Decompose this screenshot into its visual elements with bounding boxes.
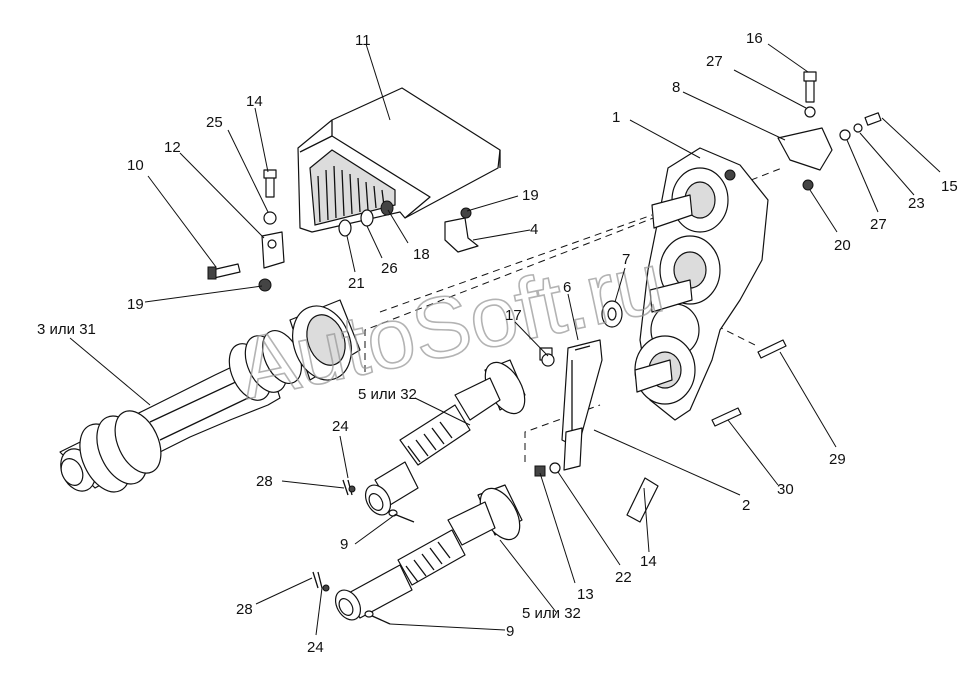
label-24-lower: 24 — [307, 639, 324, 656]
pto-driveshaft-icon — [59, 299, 361, 493]
label-11: 11 — [355, 32, 371, 49]
cardan-shaft-upper-icon — [364, 359, 526, 516]
label-14-lower: 14 — [640, 553, 657, 570]
label-19-right: 19 — [522, 187, 539, 204]
label-2: 2 — [742, 497, 750, 514]
pins-icon — [312, 479, 415, 625]
label-20: 20 — [834, 237, 851, 254]
label-24-upper: 24 — [332, 418, 349, 435]
label-28-upper: 28 — [256, 473, 273, 490]
leader-lines — [69, 43, 941, 636]
label-17: 17 — [505, 307, 522, 324]
bracket-icon — [207, 169, 285, 292]
washers-icon — [338, 200, 394, 237]
label-28-lower: 28 — [236, 601, 253, 618]
cardan-shaft-lower-icon — [334, 484, 523, 621]
label-26: 26 — [381, 260, 398, 277]
label-10: 10 — [127, 157, 144, 174]
label-1: 1 — [612, 109, 620, 126]
label-9-lower: 9 — [506, 623, 514, 640]
label-25: 25 — [206, 114, 223, 131]
label-4: 4 — [530, 221, 538, 238]
label-29: 29 — [829, 451, 846, 468]
gearbox-housing-icon — [601, 147, 769, 421]
label-27-upper: 27 — [706, 53, 723, 70]
label-13: 13 — [577, 586, 594, 603]
label-23: 23 — [908, 195, 925, 212]
watermark-text: AutoSoft.ru — [231, 234, 672, 417]
label-12: 12 — [164, 139, 181, 156]
shaft-guard-icon — [297, 87, 501, 233]
label-5-upper: 5 или 32 — [358, 386, 417, 403]
label-3: 3 или 31 — [37, 321, 96, 338]
label-5-lower: 5 или 32 — [522, 605, 581, 622]
label-22: 22 — [615, 569, 632, 586]
label-9-upper: 9 — [340, 536, 348, 553]
label-16: 16 — [746, 30, 763, 47]
top-mount-icon — [541, 71, 882, 427]
label-7: 7 — [622, 251, 630, 268]
label-6: 6 — [563, 279, 571, 296]
label-19-left: 19 — [127, 296, 144, 313]
label-21: 21 — [348, 275, 365, 292]
label-14-upper: 14 — [246, 93, 263, 110]
plate-icon — [444, 207, 479, 253]
label-18: 18 — [413, 246, 430, 263]
label-8: 8 — [672, 79, 680, 96]
label-15: 15 — [941, 178, 958, 195]
label-27-lower: 27 — [870, 216, 887, 233]
assembly-axes — [364, 167, 783, 462]
label-30: 30 — [777, 481, 794, 498]
part-labels: 1 2 3 или 31 4 5 или 32 5 или 32 6 7 8 9… — [37, 30, 958, 656]
